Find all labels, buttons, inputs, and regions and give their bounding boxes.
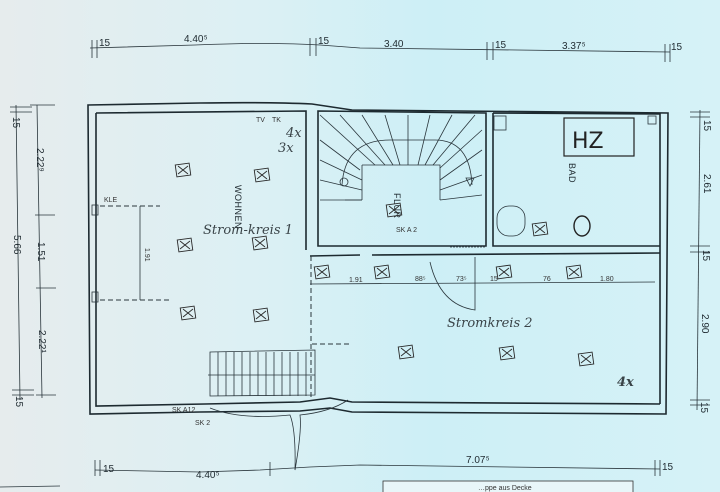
ceiling-light-icon [253,167,271,183]
dim-left-3: 15 [13,396,24,408]
ceiling-light-icon [495,264,513,280]
circuit-1-label: Strom-kreis 1 [203,223,293,238]
room-label-living: WOHNEN [233,185,243,229]
kle-label: KLE [104,197,118,204]
dim-left-2: 5.66 [11,235,22,255]
washbasin-icon [493,115,507,131]
ceiling-light-icon [498,345,516,361]
switch-icon [339,177,349,187]
dim-top-2: 4.40⁵ [184,34,208,45]
dim-top-4: 3.40 [384,39,404,50]
ceiling-light-icon [397,344,415,360]
ceiling-light-icon [373,264,391,280]
hall-note: SK A 2 [396,227,417,234]
dim-bottom-1: 15 [103,464,115,475]
ceiling-light-icon [176,237,194,253]
dim-right-4: 2.90 [699,314,710,334]
heating-label: HZ [572,129,604,154]
count-4x-left: 4x [285,126,302,141]
footer-note: …ppe aus Decke [478,485,532,492]
dim-right-1: 15 [701,120,712,132]
dim-top-3: 15 [318,36,330,47]
footer-box: …ppe aus Decke [0,480,634,492]
window-dim: 1.91 [143,248,150,262]
sk2-label: SK 2 [195,420,210,427]
circuit-2-label: Stromkreis 2 [447,316,533,331]
dim-top-6: 3.37⁵ [562,41,586,52]
dim-right-3: 15 [700,250,711,262]
corridor-area: 1.91 88⁵ 73⁵ 15 76 1.80 Stromkreis 2 4x [309,246,656,390]
bathroom: HZ BAD [493,115,657,237]
room-label-hall: FLUR [392,193,402,219]
room-label-bath: BAD [567,163,577,183]
corridor-dim-1: 1.91 [349,277,363,284]
count-3x: 3x [278,141,294,156]
ceiling-light-icon [577,351,595,367]
tk-label: TK [272,117,281,124]
ceiling-light-icon [174,162,192,178]
left-dimension-chain: 15 5.66 15 2.22⁹ 1.51 2.22¹ [10,104,56,408]
right-dimension-chain: 15 2.61 15 2.90 15 [690,109,712,414]
bottom-dimension-chain: 15 4.40⁵ 7.07⁵ 15 [94,455,674,481]
tv-label: TV [256,117,265,124]
living-room: WOHNEN Strom-kreis 1 KLE 1.91 TV TK 4x 3… [100,117,350,471]
dim-bottom-4: 15 [662,462,674,473]
dim-right-2: 2.61 [701,174,712,194]
ceiling-light-icon [179,305,197,321]
toilet-icon [573,215,591,237]
ceiling-light-icon [252,307,270,323]
dim-top-5: 15 [495,40,507,51]
vent-icon [647,115,657,125]
dim-left-inner-3: 2.22¹ [36,330,47,353]
corridor-dim-3: 73⁵ [456,276,467,283]
top-dimension-chain: 15 4.40⁵ 15 3.40 15 3.37⁵ 15 [89,34,683,62]
ceiling-light-icon [251,235,269,251]
corridor-dim-5: 76 [543,276,551,283]
dim-right-5: 15 [698,402,709,414]
corridor-dim-2: 88⁵ [415,276,426,283]
dim-bottom-3: 7.07⁵ [466,455,490,466]
dim-left-inner-1: 2.22⁹ [34,148,45,172]
bathtub-icon [496,205,526,237]
ceiling-light-icon [531,221,549,237]
dim-left-1: 15 [10,117,21,129]
dim-top-7: 15 [671,42,683,53]
corridor-dim-4: 15 [490,276,498,283]
ceiling-lights [174,162,595,367]
sk-a12-label: SK A12 [172,407,195,414]
ceiling-light-icon [565,264,583,280]
arrow-down-icon [465,177,475,187]
dim-left-inner-2: 1.51 [35,242,46,262]
outer-walls [87,101,669,415]
ceiling-light-icon [313,264,331,280]
heating-box [563,117,635,157]
ceiling-light-icon [385,202,403,218]
count-4x-right: 4x [617,375,634,390]
dim-bottom-2: 4.40⁵ [196,470,220,481]
staircase-upper: FLUR SK A 2 [319,114,483,234]
dim-top-1: 15 [99,38,111,49]
corridor-dim-6: 1.80 [600,276,614,283]
